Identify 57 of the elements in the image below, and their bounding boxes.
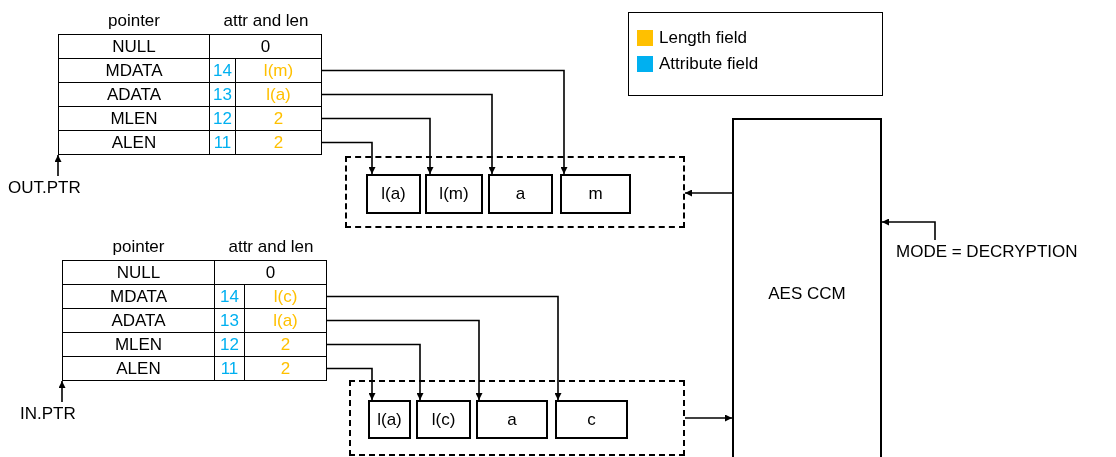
arrow: [58, 380, 66, 403]
buffer-box: l(m): [425, 174, 483, 214]
buffer-box: a: [476, 400, 548, 439]
buffer-box: a: [488, 174, 553, 214]
arrow: [321, 69, 568, 175]
column-header: attr and len: [227, 236, 315, 258]
buffer-box: l(a): [368, 400, 411, 439]
table-cell-text: l(a): [272, 310, 299, 332]
dashed-frame: [345, 156, 685, 228]
process-block: AES CCM: [732, 118, 882, 457]
table-cell-text: l(a): [265, 84, 292, 106]
arrow: [684, 189, 733, 197]
table-cell: 11: [210, 131, 236, 154]
dashed-frame: [349, 380, 685, 456]
table-cell-text: 0: [259, 36, 272, 58]
arrow: [326, 295, 562, 401]
text-label: MODE = DECRYPTION: [896, 240, 1116, 264]
arrow: [684, 414, 733, 422]
table-cell: 11: [215, 357, 245, 380]
table-row: [62, 332, 327, 357]
arrow: [326, 367, 376, 401]
table-row: [62, 260, 327, 285]
column-header: pointer: [111, 236, 166, 258]
table-row: [62, 284, 327, 309]
table-cell-text: l(m): [262, 60, 295, 82]
arrow: [54, 154, 62, 177]
table-cell-text: 2: [272, 132, 285, 154]
table-cell: ALEN: [59, 131, 210, 154]
table-cell-text: 2: [279, 358, 292, 380]
table-row: [62, 308, 327, 333]
text-label: IN.PTR: [20, 402, 100, 426]
arrow: [326, 343, 424, 401]
buffer-box: m: [560, 174, 631, 214]
buffer-box: l(c): [416, 400, 471, 439]
arrow: [326, 319, 483, 401]
table-cell-text: 2: [279, 334, 292, 356]
table-row: [58, 58, 322, 83]
table-row: [58, 130, 322, 155]
arrow: [881, 218, 936, 241]
text-label: OUT.PTR: [8, 176, 88, 200]
table-row: [58, 82, 322, 107]
legend-label: Length field: [659, 27, 747, 49]
table-row: [58, 106, 322, 131]
column-header: pointer: [107, 10, 161, 32]
table-cell-text: 0: [264, 262, 277, 284]
table-row: [62, 356, 327, 381]
arrow: [321, 117, 434, 175]
buffer-box: l(a): [366, 174, 421, 214]
arrow: [321, 141, 376, 175]
table-row: [58, 34, 322, 59]
table-cell-text: l(c): [272, 286, 299, 308]
table-cell-text: 2: [272, 108, 285, 130]
arrow: [321, 93, 496, 175]
table-cell: ALEN: [63, 357, 215, 380]
buffer-box: c: [555, 400, 628, 439]
column-header: attr and len: [222, 10, 310, 32]
legend-label: Attribute field: [659, 53, 759, 75]
